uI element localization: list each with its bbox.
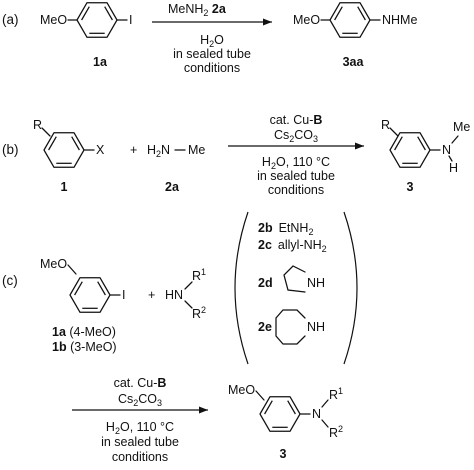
product-substituent-r: R: [381, 118, 390, 132]
product-methyl: Me: [453, 120, 470, 134]
product-r2: R2: [329, 424, 343, 440]
panel-c-reaction: cat. Cu-B Cs2CO3 H2O, 110 °C in sealed t…: [72, 376, 343, 464]
arrow-head: [263, 18, 272, 26]
condition-line-1: in sealed tube: [101, 435, 179, 449]
panel-c-label: (c): [2, 273, 18, 288]
pyrrolidine-ring: [283, 265, 306, 293]
benzene-ring: [389, 132, 431, 168]
right-parenthesis: [343, 211, 358, 365]
product-methoxy-group: MeO: [228, 383, 255, 397]
plus-sign: +: [148, 288, 155, 302]
catalyst-text: cat. Cu-B: [270, 113, 323, 127]
methoxy-group: MeO: [40, 13, 67, 27]
amine-nitrogen: HN: [165, 288, 183, 302]
compound-id-3aa: 3aa: [343, 55, 365, 69]
solvent-text: H2O, 110 °C: [106, 420, 174, 436]
compound-id-2a: 2a: [165, 180, 180, 194]
amine-2a: H2N: [147, 143, 170, 159]
product-hydrogen: H: [449, 161, 458, 175]
methoxy-group: MeO: [40, 257, 67, 271]
amine-r2: R2: [192, 305, 206, 321]
bond: [41, 127, 51, 137]
benzene-ring: [69, 277, 111, 313]
catalyst-text: cat. Cu-B: [114, 376, 167, 390]
bond: [184, 300, 193, 309]
compound-id-1a: 1a: [93, 55, 108, 69]
condition-line-2: conditions: [112, 450, 168, 464]
morpholine-nh: NH: [307, 320, 325, 334]
base-text: Cs2CO3: [118, 392, 162, 408]
arrow-head: [355, 142, 364, 150]
amine-2d-id: 2d: [258, 276, 273, 290]
iodide-atom: I: [129, 13, 132, 27]
bond: [67, 264, 77, 275]
morpholine-ring: [275, 309, 306, 345]
methyl-group: Me: [188, 143, 205, 157]
product-methoxy-group: MeO: [293, 13, 320, 27]
product-amine-group: NHMe: [382, 13, 417, 27]
benzene-ring: [76, 2, 118, 38]
halide-x: X: [96, 143, 105, 157]
bond: [448, 155, 453, 162]
condition-line-2: conditions: [184, 61, 240, 75]
plus-sign: +: [130, 143, 137, 157]
amine-r1: R1: [192, 267, 206, 283]
product-nitrogen: N: [442, 143, 451, 157]
condition-line-1: in sealed tube: [257, 169, 335, 183]
solvent-text: H2O, 110 °C: [262, 155, 330, 171]
benzene-ring: [259, 396, 301, 432]
iodide-atom: I: [122, 288, 125, 302]
pyrrolidine-nh: NH: [307, 276, 325, 290]
product-r1: R1: [329, 386, 343, 402]
panel-a: (a) MeO I 1a MeNH2 2a H2O in sealed tube…: [2, 2, 417, 75]
amine-2e-id: 2e: [258, 320, 272, 334]
bond: [451, 135, 459, 144]
bond: [255, 390, 265, 401]
compound-id-1a-note: 1a (4-MeO): [52, 325, 116, 339]
benzene-ring: [43, 132, 85, 168]
compound-id-1: 1: [61, 180, 68, 194]
compound-id-3: 3: [407, 180, 414, 194]
bond: [321, 419, 329, 428]
arrow-head: [199, 406, 208, 414]
benzene-ring: [329, 2, 371, 38]
substituent-r: R: [33, 118, 42, 132]
panel-c: (c) MeO I 1a (4-MeO) 1b (3-MeO) + HN R1 …: [2, 211, 358, 365]
condition-line-2: conditions: [268, 183, 324, 197]
bond: [321, 399, 329, 408]
compound-id-3: 3: [280, 447, 287, 461]
product-nitrogen: N: [312, 407, 321, 421]
bond: [389, 127, 399, 137]
base-text: Cs2CO3: [274, 128, 318, 144]
panel-b-label: (b): [2, 142, 19, 157]
panel-b: (b) R X 1 + H2N Me 2a cat. Cu-B Cs2CO3 H…: [2, 113, 470, 197]
bond: [184, 281, 193, 290]
reagent-text: MeNH2 2a: [168, 2, 227, 18]
condition-line-1: in sealed tube: [173, 47, 251, 61]
solvent-text: H2O: [200, 33, 224, 49]
compound-id-1b-note: 1b (3-MeO): [52, 340, 117, 354]
panel-a-label: (a): [2, 12, 19, 27]
left-parenthesis: [234, 211, 249, 365]
